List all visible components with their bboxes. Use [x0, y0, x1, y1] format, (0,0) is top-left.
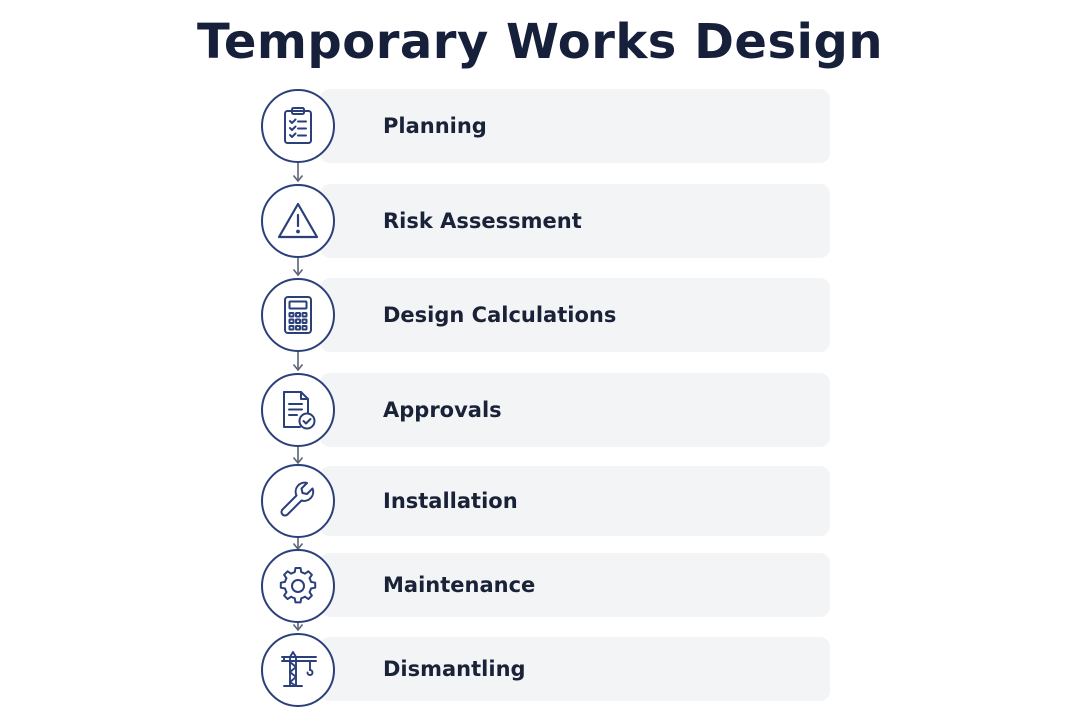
wrench-icon [280, 481, 315, 517]
connector-arrow [290, 447, 306, 466]
step-label-design-calculations: Design Calculations [383, 303, 617, 327]
step-label-installation: Installation [383, 489, 518, 513]
step-node-maintenance [261, 549, 335, 623]
step-label-approvals: Approvals [383, 398, 502, 422]
step-card-dismantling: Dismantling [320, 637, 830, 701]
step-card-maintenance: Maintenance [320, 553, 830, 617]
connector-arrow [290, 258, 306, 278]
step-node-installation [261, 464, 335, 538]
tower-crane-icon [281, 651, 317, 687]
connector-arrow [290, 163, 306, 184]
step-card-approvals: Approvals [320, 373, 830, 447]
step-label-maintenance: Maintenance [383, 573, 536, 597]
step-card-risk-assessment: Risk Assessment [320, 184, 830, 258]
clipboard-checklist-icon [284, 107, 312, 144]
step-label-risk-assessment: Risk Assessment [383, 209, 582, 233]
step-node-dismantling [261, 633, 335, 707]
page-title: Temporary Works Design [196, 14, 884, 70]
step-node-approvals [261, 373, 335, 447]
step-card-planning: Planning [320, 89, 830, 163]
calculator-icon [284, 296, 312, 334]
approved-document-icon [283, 391, 316, 430]
connector-arrow [290, 352, 306, 373]
step-node-planning [261, 89, 335, 163]
step-label-planning: Planning [383, 114, 487, 138]
warning-triangle-icon [277, 202, 319, 239]
step-card-design-calculations: Design Calculations [320, 278, 830, 352]
step-label-dismantling: Dismantling [383, 657, 526, 681]
step-node-risk-assessment [261, 184, 335, 258]
step-card-installation: Installation [320, 466, 830, 536]
gear-icon [279, 567, 317, 604]
step-node-design-calculations [261, 278, 335, 352]
